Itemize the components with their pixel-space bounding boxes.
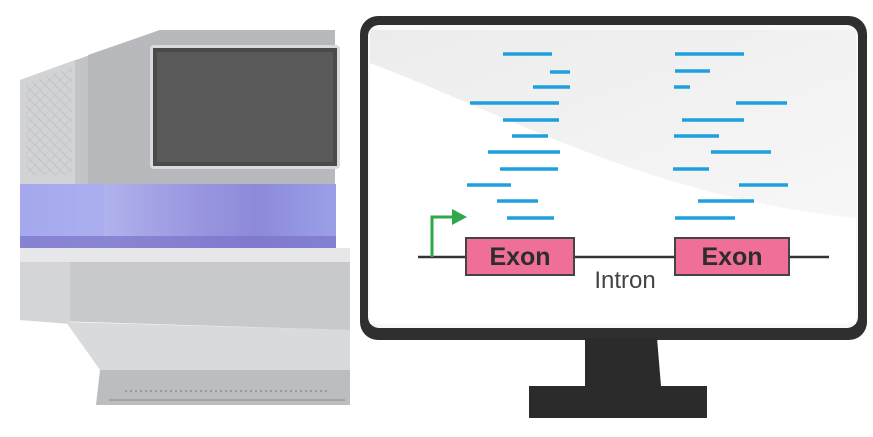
exon-box-left [465,237,575,276]
exon-label-left: Exon [489,243,550,271]
exon-box-right [674,237,790,276]
promoter-arrow-head [452,209,467,225]
promoter-arrow-stem [430,215,452,257]
instrument-top-body [20,30,340,190]
instrument-lower-body [20,248,350,405]
sequencer-instrument [20,30,350,405]
sequencing-reads-left [467,52,570,220]
instrument-light-band [20,184,336,250]
gene-model: Exon Exon Intron [418,209,829,294]
monitor-neck [585,338,661,386]
monitor-base [529,386,707,418]
screen-shade [370,30,856,218]
sequencing-reads-right [673,52,788,220]
intron-label: Intron [594,267,655,294]
exon-label-right: Exon [701,243,762,271]
